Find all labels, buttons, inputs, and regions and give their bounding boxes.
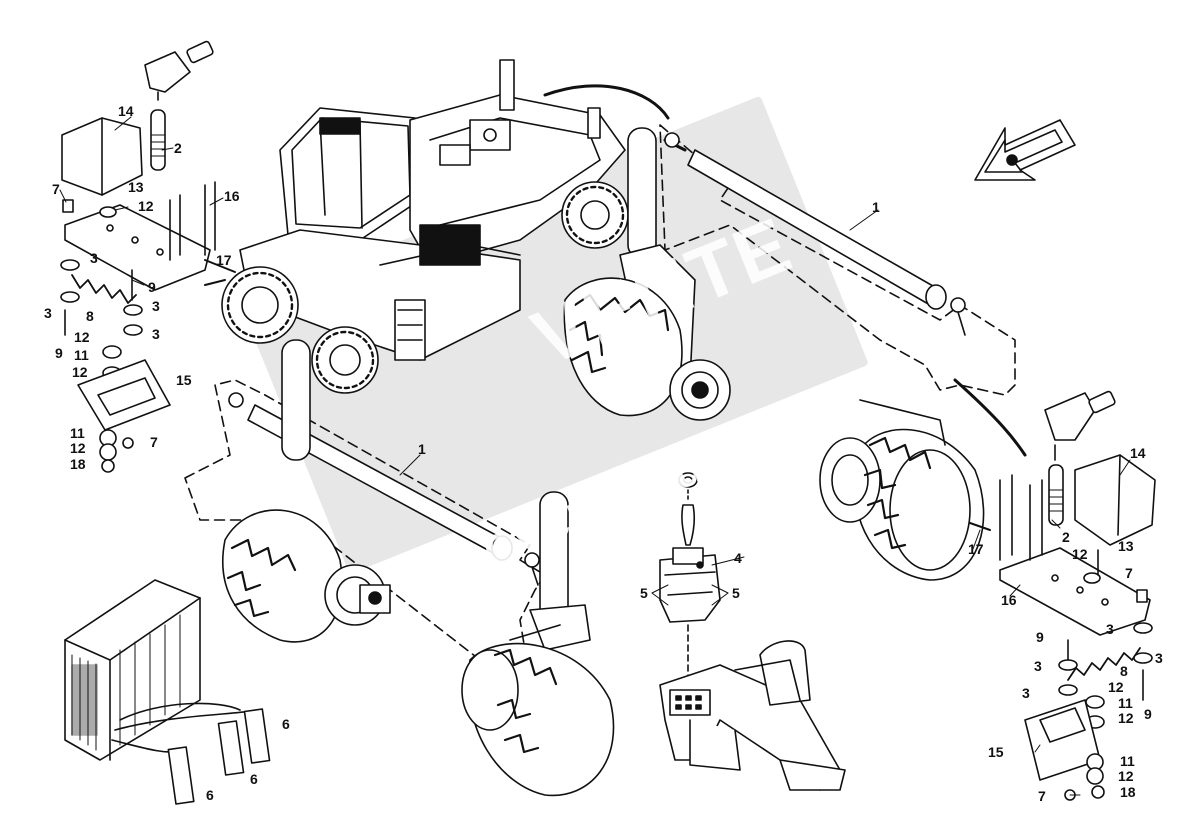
callout-3-left-b: 3 (152, 298, 160, 314)
operator-seat (659, 640, 846, 791)
callout-12-right-d: 12 (1118, 768, 1134, 784)
callout-14-right: 14 (1130, 445, 1146, 461)
callout-13-left: 13 (128, 179, 144, 195)
callout-15-left: 15 (176, 372, 192, 388)
callout-17-right: 17 (968, 541, 984, 557)
callout-1-middle: 1 (418, 441, 426, 457)
right-fixing-assembly (969, 390, 1156, 801)
callout-17-left: 17 (216, 252, 232, 268)
callout-7-left-b: 7 (150, 434, 158, 450)
callout-12-left-d: 12 (70, 440, 86, 456)
callout-9-right-b: 9 (1144, 706, 1152, 722)
callout-7-right-b: 7 (1038, 788, 1046, 804)
leader-lines (59, 116, 1131, 796)
callout-15-right: 15 (988, 744, 1004, 760)
callout-7-right-a: 7 (1125, 565, 1133, 581)
callout-4-joystick: 4 (734, 550, 742, 566)
callout-13-right: 13 (1118, 538, 1134, 554)
callout-3-left-a: 3 (90, 250, 98, 266)
callout-6-connector-c: 6 (206, 787, 214, 803)
callout-18-right: 18 (1120, 784, 1136, 800)
callout-12-left-b: 12 (74, 329, 90, 345)
callout-16-left: 16 (224, 188, 240, 204)
joystick-assembly (659, 472, 721, 681)
right-axle-assembly (563, 124, 1027, 581)
callout-7-left-top: 7 (52, 181, 60, 197)
left-fixing-assembly (60, 40, 236, 473)
callout-12-right-b: 12 (1108, 679, 1124, 695)
callout-6-connector-a: 6 (282, 716, 290, 732)
callout-8-right: 8 (1120, 663, 1128, 679)
callout-2-left: 2 (174, 140, 182, 156)
callout-9-right-a: 9 (1036, 629, 1044, 645)
control-box (64, 579, 271, 805)
callout-12-right-c: 12 (1118, 710, 1134, 726)
callout-3-right-a: 3 (1106, 621, 1114, 637)
callout-1-top: 1 (872, 199, 880, 215)
callout-12-right-a: 12 (1072, 546, 1088, 562)
callout-18-left: 18 (70, 456, 86, 472)
callout-3-left-d: 3 (152, 326, 160, 342)
callout-5-joystick-left: 5 (640, 585, 648, 601)
callout-11-left-a: 11 (74, 347, 89, 363)
callout-8-left: 8 (86, 308, 94, 324)
callout-14-left: 14 (118, 103, 134, 119)
machine-body (221, 59, 670, 394)
callout-12-left-top: 12 (138, 198, 154, 214)
callout-3-right-b: 3 (1034, 658, 1042, 674)
callout-9-left-a: 9 (148, 279, 156, 295)
callout-9-left-b: 9 (55, 345, 63, 361)
callout-2-right: 2 (1062, 529, 1070, 545)
left-axle-assembly (184, 339, 615, 797)
callout-3-right-d: 3 (1022, 685, 1030, 701)
direction-arrow-icon (974, 119, 1076, 181)
callout-6-connector-b: 6 (250, 771, 258, 787)
callout-12-left-c: 12 (72, 364, 88, 380)
callout-11-right-a: 11 (1118, 695, 1133, 711)
callout-11-right-b: 11 (1120, 753, 1135, 769)
callout-3-left-c: 3 (44, 305, 52, 321)
callout-5-joystick-right: 5 (732, 585, 740, 601)
callout-16-right: 16 (1001, 592, 1017, 608)
callout-3-right-c: 3 (1155, 650, 1163, 666)
callout-11-left-b: 11 (70, 425, 85, 441)
